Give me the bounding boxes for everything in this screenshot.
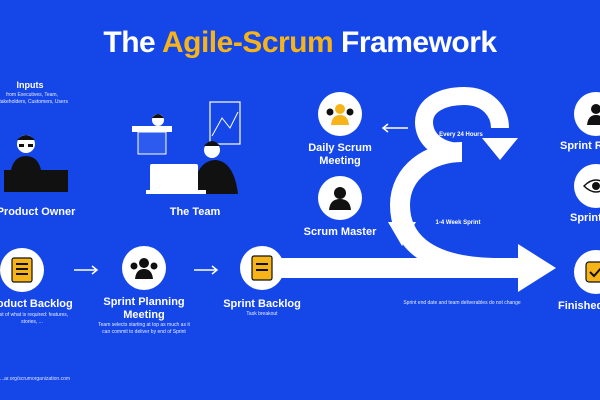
document-list-icon	[11, 257, 33, 283]
sprint-planning-description: Team selects starting at top as much as …	[98, 322, 190, 335]
cycle-note: Sprint end date and team deliverables do…	[403, 300, 521, 306]
scrum-master-label: Scrum Master	[303, 226, 377, 238]
product-backlog-description: List of what is required: features, stor…	[0, 312, 69, 325]
team-working-icon	[132, 101, 241, 194]
people-group-icon	[587, 104, 600, 125]
scrum-master-circle	[318, 176, 362, 220]
product-backlog-circle	[0, 248, 44, 292]
daily-loop	[414, 86, 509, 161]
inputs-description: from Executives, Team, Stakeholders, Cus…	[0, 92, 68, 105]
cycle-sprint-length-label: 1-4 Week Sprint	[435, 220, 481, 226]
people-group-icon	[130, 258, 158, 279]
daily-scrum-label: Daily Scrum Meeting	[308, 142, 372, 167]
team-label: The Team	[169, 206, 221, 218]
daily-loop-arrowhead	[482, 138, 518, 160]
sprint-retrospective-label: Sprint Retrospective	[570, 212, 600, 224]
sprint-backlog-label: Sprint Backlog	[223, 298, 301, 310]
product-backlog-label: Product Backlog	[0, 298, 73, 310]
document-icon	[251, 255, 273, 281]
person-at-desk-icon	[4, 135, 68, 192]
footer-credit: ...ar.org/scrumorganization.com	[0, 376, 71, 382]
sprint-review-label: Sprint Review	[560, 140, 600, 152]
daily-scrum-circle	[318, 92, 362, 136]
sprint-backlog-circle	[240, 246, 284, 290]
cycle-every-label: Every 24 Hours	[439, 132, 483, 138]
title-prefix: The	[103, 26, 162, 59]
title-highlight: Agile-Scrum	[161, 26, 334, 59]
person-icon	[329, 187, 351, 210]
sprint-loop	[389, 142, 501, 278]
sprint-planning-circle	[122, 246, 166, 290]
main-flow-arrowhead	[518, 244, 556, 292]
eye-icon	[583, 179, 600, 193]
page-title: The Agile-Scrum Framework	[0, 26, 600, 60]
product-owner-label: Product Owner	[0, 206, 76, 218]
inputs-heading: Inputs	[16, 80, 44, 90]
small-arrows	[74, 123, 408, 275]
sprint-planning-label: Sprint Planning Meeting	[103, 296, 185, 321]
people-group-icon	[326, 104, 354, 125]
title-suffix: Framework	[333, 26, 497, 59]
finished-work-label: Finished Work	[558, 300, 600, 312]
checkmark-icon	[585, 261, 600, 283]
sprint-backlog-description: Task breakout	[246, 311, 278, 317]
sprint-loop-arrowhead	[388, 222, 416, 246]
